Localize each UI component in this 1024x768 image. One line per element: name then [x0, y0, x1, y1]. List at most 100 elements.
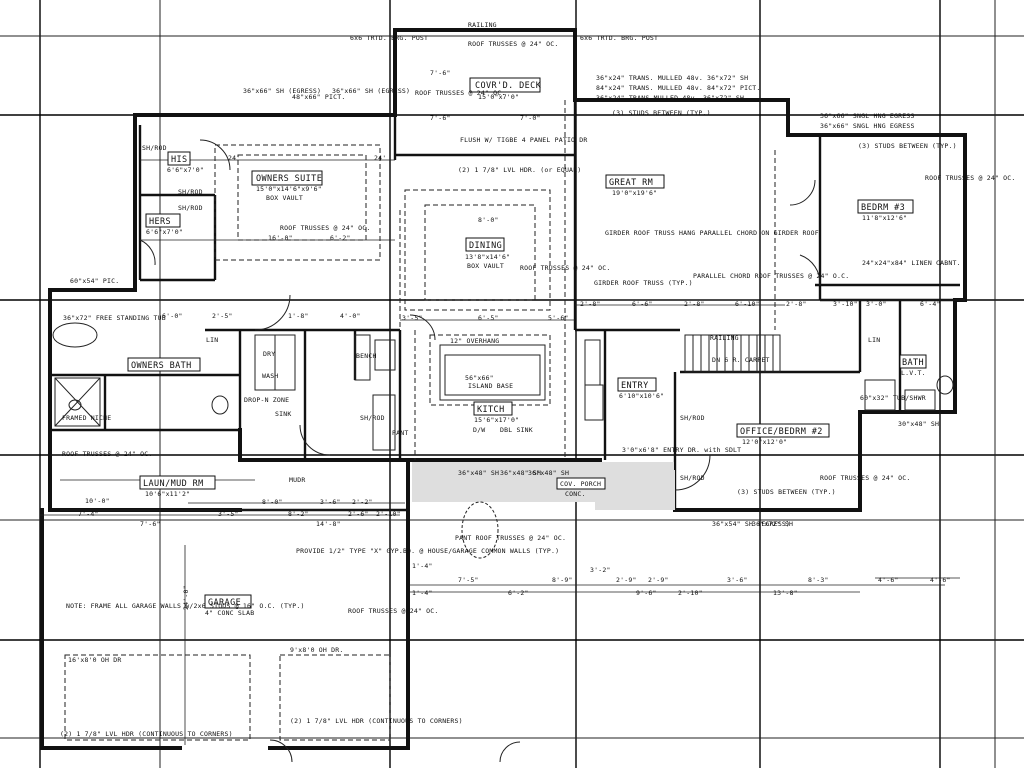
cov-porch-name: COV. PORCH [560, 480, 601, 488]
dim-29: 8'-9" [552, 576, 573, 584]
dim-47: 8'-2" [288, 510, 309, 518]
roof-trusses-laun: ROOF TRUSSES @ 24" OC. [62, 450, 153, 458]
windows-great-1: 36"x24" TRANS. MULLED 48v. 36"x72" SH [596, 74, 748, 82]
room-label-cov-porch: COV. PORCH CONC. [556, 477, 606, 498]
parallel-chord-label: PARALLEL CHORD ROOF TRUSSES @ 24" O.C. [693, 272, 849, 280]
kitch-name: KITCH [477, 405, 505, 415]
dim-15: 6'-10" [735, 300, 760, 308]
dim-26: 7'-6" [140, 520, 161, 528]
dim-24: 2'-6" [348, 510, 369, 518]
dim-48: 3'-5" [218, 510, 239, 518]
room-label-his: HIS 6'6"x7'0" [167, 151, 204, 174]
sh-rod-1: SH/ROD [178, 188, 203, 196]
dining-size: 13'8"x14'6" [465, 253, 510, 261]
room-label-owners-suite: OWNERS SUITE 15'0"x14'6"x9'6" BOX VAULT [251, 170, 323, 202]
hers-size: 6'6"x7'0" [146, 228, 183, 236]
linen-cabnt: 24"x24"x84" LINEN CABNT. [862, 259, 961, 267]
his-size: 6'6"x7'0" [167, 166, 204, 174]
dim-11: 5'-6" [548, 314, 569, 322]
owners-bath-name: OWNERS BATH [131, 361, 192, 371]
windows-suite-2: 48"x66" PICT. [292, 93, 345, 101]
post-left-label: 6x6 TRTD. BRG. POST [350, 34, 428, 42]
dry-label: DRY [263, 350, 275, 358]
dimension-lines [40, 159, 965, 745]
dim-5: 24' [374, 154, 386, 162]
island-label: ISLAND BASE [468, 382, 513, 390]
porch-area [412, 462, 675, 559]
dim-2: 7'-6" [430, 114, 451, 122]
garage-note: 4" CONC SLAB [205, 609, 254, 617]
dim-23: 8'-0" [262, 498, 283, 506]
patio-dr-label: FLUSH W/ TIGBE 4 PANEL PATIO DR [460, 136, 588, 144]
sh-rod-office: SH/ROD [680, 474, 705, 482]
to-carpet-label: DN 6 R. CARPET [712, 356, 770, 364]
owners-suite-name: OWNERS SUITE [256, 174, 322, 184]
dim-14: 2'-8" [684, 300, 705, 308]
dim-28: 7'-5" [458, 576, 479, 584]
shower-label: FRAMED NICHE [62, 414, 111, 422]
oh-dr-right: 9'x8'0 OH DR. [290, 646, 343, 654]
bath-name: BATH [902, 358, 924, 368]
dim-33: 8'-3" [808, 576, 829, 584]
dim-13: 6'-6" [632, 300, 653, 308]
cov-porch-note: CONC. [565, 490, 586, 498]
dimension-text: 7'-6" 7'-6" 7'-0" 24' 24' 16'-0" 6'-2" 8… [78, 69, 951, 610]
his-name: HIS [171, 155, 188, 165]
dim-6: 16'-0" [268, 234, 293, 242]
dim-40: 1'-4" [412, 562, 433, 570]
entry-name: ENTRY [621, 381, 649, 391]
great-rm-size: 19'0"x19'6" [612, 189, 657, 197]
roof-trusses-dining: ROOF TRUSSES @ 24" OC. [520, 264, 611, 272]
windows-great-2: 84"x24" TRANS. MULLED 48v. 84"x72" PICT. [596, 84, 761, 92]
room-label-garage: GARAGE 4" CONC SLAB [204, 594, 254, 617]
dim-20: 1'-4" [412, 589, 433, 597]
room-label-entry: ENTRY 6'10"x10'6" [617, 377, 664, 400]
dim-42: 2'-5" [212, 312, 233, 320]
overhang-label: 12" OVERHANG [450, 337, 499, 345]
bedrm-3-size: 11'8"x12'6" [862, 214, 907, 222]
dim-30: 2'-9" [616, 576, 637, 584]
bench-label: BENCH [356, 352, 377, 360]
room-label-office: OFFICE/BEDRM #2 12'0"x12'0" [736, 423, 830, 446]
bath-window-label: 30"x48" SH [898, 420, 939, 428]
dim-45: 4'-0" [340, 312, 361, 320]
hdr-left: (2) 1 7/8" LVL HDR (CONTINUOUS TO CORNER… [60, 730, 233, 738]
entry-size: 6'10"x10'6" [619, 392, 664, 400]
room-label-bath: BATH L.V.T. [899, 354, 927, 377]
wash-label: WASH [262, 372, 278, 380]
dim-36: 6'-2" [508, 589, 529, 597]
dim-8: 8'-0" [478, 216, 499, 224]
oh-dr-left: 16'x8'0 OH DR [68, 656, 121, 664]
dim-49: 2'-2" [352, 498, 373, 506]
dim-1: 7'-6" [430, 69, 451, 77]
dim-43: 6'-0" [162, 312, 183, 320]
dim-10: 6'-5" [478, 314, 499, 322]
bath-note: L.V.T. [901, 369, 926, 377]
sh-rod-2: SH/ROD [178, 204, 203, 212]
dim-50: 3'-6" [320, 498, 341, 506]
laun-mud-name: LAUN/MUD RM [143, 479, 204, 489]
drop-zone-label: DROP-N ZONE [244, 396, 289, 404]
office-size: 12'0"x12'0" [742, 438, 787, 446]
lin-2-label: LIN [206, 336, 218, 344]
great-rm-name: GREAT RM [609, 178, 653, 188]
dbl-sink-label: DBL SINK [500, 426, 533, 434]
bedrm-3-name: BEDRM #3 [861, 203, 905, 213]
windows-suite-1: 36"x66" SH (EGRESS) [243, 87, 321, 95]
dim-19: 6'-4" [920, 300, 941, 308]
lin-label: LIN [868, 336, 880, 344]
dining-note: BOX VAULT [467, 262, 504, 270]
lvl-hdr-label: (2) 1 7/8" LVL HDR. (or EQUAL) [458, 166, 581, 174]
room-label-dining: DINING 13'8"x14'6" BOX VAULT [465, 237, 510, 270]
dim-35: 4'-6" [930, 576, 951, 584]
dw-label: D/W [473, 426, 485, 434]
sink-label: SINK [275, 410, 291, 418]
girder-truss-label: GIRDER ROOF TRUSS HANG PARALLEL CHORD ON… [605, 229, 819, 237]
garage-doors [64, 654, 391, 741]
dim-12: 2'-8" [580, 300, 601, 308]
dim-21: 7'-4" [78, 510, 99, 518]
studs-bed3: (3) STUDS BETWEEN (TYP.) [858, 142, 957, 150]
dining-name: DINING [469, 241, 502, 251]
owners-suite-size: 15'0"x14'6"x9'6" [256, 185, 322, 193]
